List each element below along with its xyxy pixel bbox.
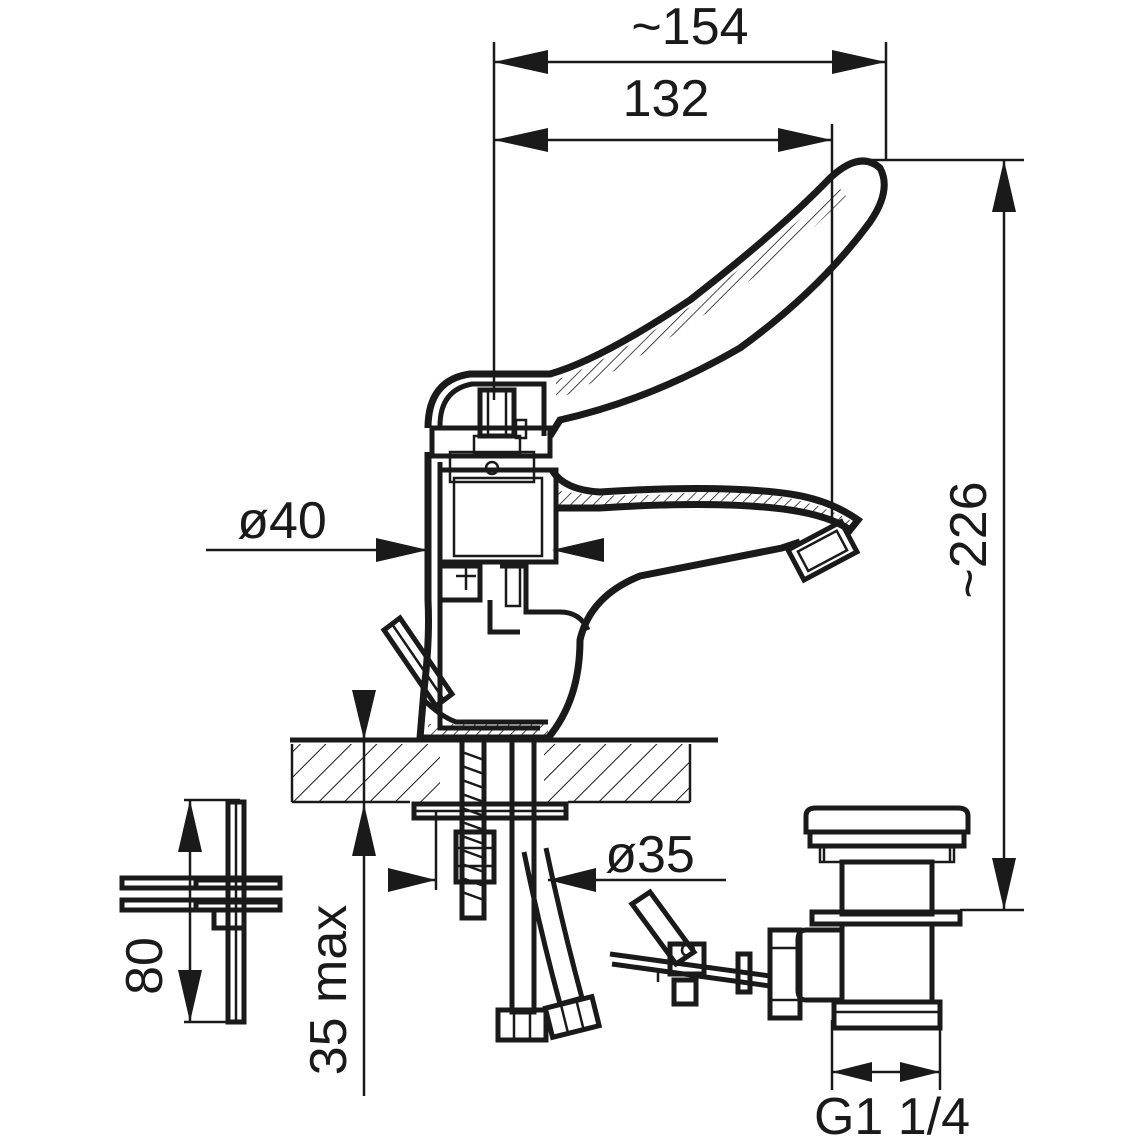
lever-handle — [424, 157, 888, 456]
dimension-height: ~226 — [870, 158, 1024, 912]
dimension-drain-thread: G1 1/4 — [814, 1020, 970, 1144]
countertop-section — [290, 737, 718, 804]
dimension-spout-reach: 132 — [494, 70, 834, 520]
spout — [548, 468, 864, 584]
shank-diameter-label: ø35 — [605, 826, 695, 884]
height-label: ~226 — [940, 481, 998, 598]
spout-reach-label: 132 — [623, 70, 710, 128]
lever-side-view — [119, 799, 283, 1025]
deck-thickness-label: 35 max — [300, 905, 358, 1076]
dimension-lever-length: 80 — [116, 798, 240, 1024]
pop-up-rod — [380, 614, 456, 710]
drain-thread-label: G1 1/4 — [814, 1088, 970, 1144]
lever-length-label: 80 — [116, 937, 174, 995]
dimension-overall-width: ~154 — [492, 0, 888, 400]
dimension-body-diameter: ø40 — [206, 492, 604, 562]
mixer-body — [416, 425, 802, 742]
overall-width-label: ~154 — [631, 0, 748, 56]
dimension-deck-thickness: 35 max — [300, 690, 376, 1096]
mounting-assembly — [411, 737, 569, 921]
flex-hoses — [495, 740, 603, 1043]
body-diameter-label: ø40 — [237, 492, 327, 550]
dimension-shank-diameter: ø35 — [388, 810, 726, 892]
pop-up-drain — [609, 805, 971, 1031]
